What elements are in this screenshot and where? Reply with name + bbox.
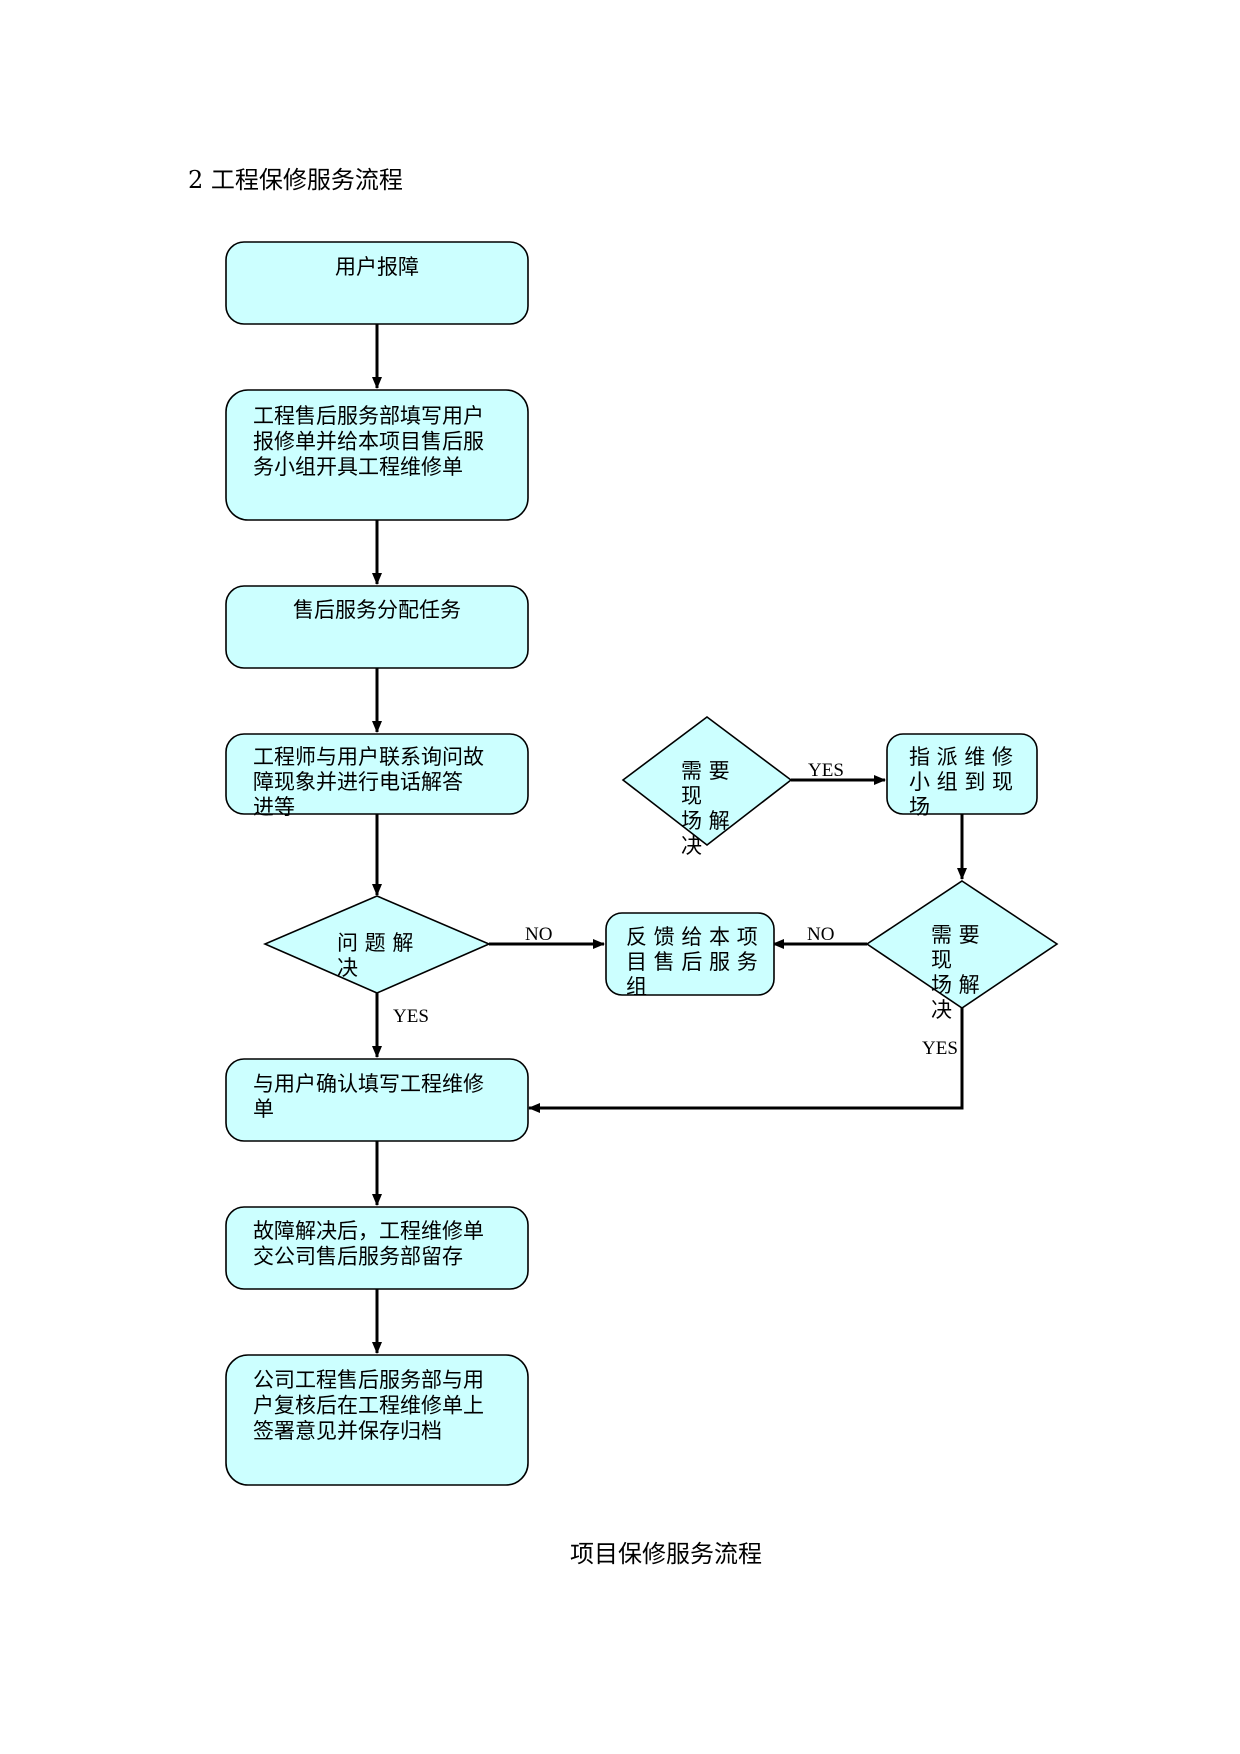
node-dispatch-team: 指 派 维 修小 组 到 现场 bbox=[886, 733, 1038, 819]
node-assign-task: 售后服务分配任务 bbox=[225, 585, 529, 669]
node-line: 用户报障 bbox=[335, 255, 419, 279]
decision-need-onsite-right: 需 要现场 解决 bbox=[865, 880, 1059, 1022]
node-confirm-form: 与用户确认填写工程维修单 bbox=[225, 1058, 529, 1142]
connectors bbox=[372, 324, 967, 1354]
decision-need-onsite-top: 需 要现场 解决 bbox=[621, 716, 793, 858]
node-user-report-text: 用户报障 bbox=[335, 255, 419, 279]
node-line: 售后服务分配任务 bbox=[293, 598, 461, 622]
node-review-sign-text: 公司工程售后服务部与用户复核后在工程维修单上签署意见并保存归档 bbox=[253, 1368, 484, 1443]
node-feedback-team-text: 反 馈 给 本 项目 售 后 服 务组 bbox=[626, 925, 758, 999]
node-line: 现 bbox=[931, 948, 952, 972]
decision-problem-solved: 问 题 解决 bbox=[262, 895, 492, 994]
node-line: 决 bbox=[681, 834, 702, 858]
node-line: 决 bbox=[337, 956, 358, 980]
node-line: 组 bbox=[626, 975, 647, 999]
decision-need-onsite-top-text: 需 要现场 解决 bbox=[681, 759, 730, 858]
node-phone-contact-text: 工程师与用户联系询问故障现象并进行电话解答进等 bbox=[253, 745, 484, 819]
node-archive-form-text: 故障解决后，工程维修单交公司售后服务部留存 bbox=[253, 1219, 484, 1269]
node-line: 与用户确认填写工程维修 bbox=[253, 1072, 484, 1096]
decision-need-onsite-right-text: 需 要现场 解决 bbox=[931, 923, 980, 1022]
node-line: 问 题 解 bbox=[337, 931, 413, 955]
node-line: 场 解 bbox=[931, 973, 980, 997]
node-feedback-team: 反 馈 给 本 项目 售 后 服 务组 bbox=[605, 912, 775, 999]
node-line: 交公司售后服务部留存 bbox=[253, 1245, 463, 1269]
section-heading: 2 工程保修服务流程 bbox=[188, 166, 403, 194]
node-line: 障现象并进行电话解答 bbox=[253, 770, 463, 794]
node-line: 工程师与用户联系询问故 bbox=[253, 745, 484, 769]
node-confirm-form-text: 与用户确认填写工程维修单 bbox=[253, 1072, 484, 1121]
node-line: 签署意见并保存归档 bbox=[253, 1419, 442, 1443]
node-user-report: 用户报障 bbox=[225, 241, 529, 325]
label-solved-no: NO bbox=[525, 924, 552, 945]
node-line: 报修单并给本项目售后服 bbox=[253, 430, 484, 454]
node-archive-form: 故障解决后，工程维修单交公司售后服务部留存 bbox=[225, 1206, 529, 1290]
node-line: 现 bbox=[681, 784, 702, 808]
node-line: 小 组 到 现 bbox=[909, 770, 1013, 794]
node-line: 单 bbox=[253, 1097, 274, 1121]
node-dispatch-team-text: 指 派 维 修小 组 到 现场 bbox=[909, 745, 1013, 819]
node-line: 故障解决后，工程维修单 bbox=[253, 1219, 484, 1243]
node-line: 指 派 维 修 bbox=[909, 745, 1013, 769]
node-line: 决 bbox=[931, 998, 952, 1022]
label-solved-yes: YES bbox=[393, 1006, 429, 1027]
label-right-no: NO bbox=[807, 924, 834, 945]
node-line: 公司工程售后服务部与用 bbox=[253, 1368, 484, 1392]
node-fill-repair-form: 工程售后服务部填写用户报修单并给本项目售后服务小组开具工程维修单 bbox=[225, 389, 529, 521]
node-assign-task-text: 售后服务分配任务 bbox=[293, 598, 461, 622]
node-line: 务小组开具工程维修单 bbox=[253, 455, 463, 479]
node-line: 目 售 后 服 务 bbox=[626, 950, 758, 974]
node-phone-contact: 工程师与用户联系询问故障现象并进行电话解答进等 bbox=[225, 733, 529, 819]
node-line: 反 馈 给 本 项 bbox=[626, 925, 758, 949]
decision-problem-solved-text: 问 题 解决 bbox=[337, 931, 413, 980]
node-line: 户复核后在工程维修单上 bbox=[253, 1394, 484, 1418]
node-line: 工程售后服务部填写用户 bbox=[253, 404, 484, 428]
figure-caption: 项目保修服务流程 bbox=[570, 1540, 762, 1568]
edge-right-confirm bbox=[528, 1008, 964, 1113]
node-review-sign: 公司工程售后服务部与用户复核后在工程维修单上签署意见并保存归档 bbox=[225, 1354, 529, 1486]
node-fill-repair-form-text: 工程售后服务部填写用户报修单并给本项目售后服务小组开具工程维修单 bbox=[253, 404, 484, 479]
node-line: 场 bbox=[909, 795, 930, 819]
node-line: 进等 bbox=[253, 795, 295, 819]
node-line: 需 要 bbox=[681, 759, 730, 783]
node-line: 需 要 bbox=[931, 923, 980, 947]
label-right-yes: YES bbox=[922, 1038, 958, 1059]
node-line: 场 解 bbox=[681, 809, 730, 833]
label-top-yes: YES bbox=[808, 760, 844, 781]
